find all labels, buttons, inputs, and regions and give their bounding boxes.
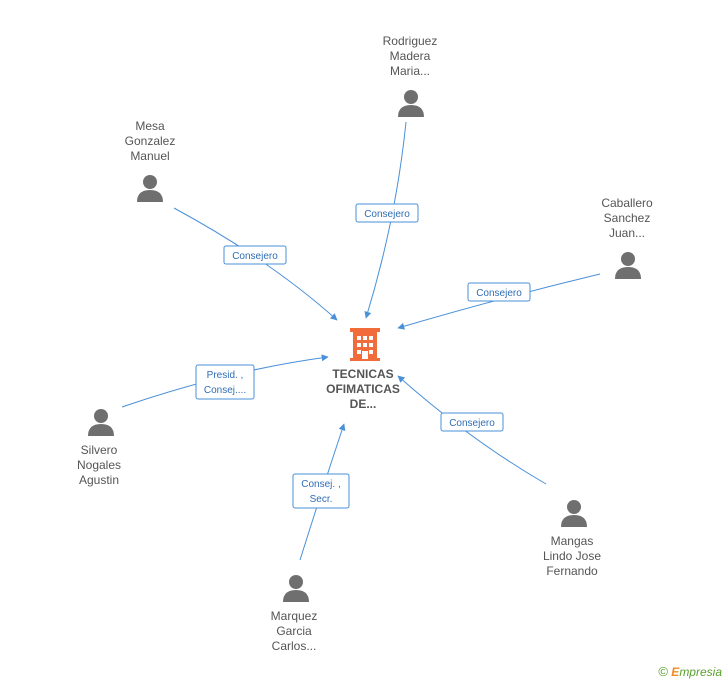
person-name-line: Carlos... bbox=[272, 639, 317, 653]
company-name-line: OFIMATICAS bbox=[326, 382, 400, 396]
brand-name: mpresia bbox=[679, 665, 722, 679]
role-label-silvero[interactable]: Presid. , Consej.... bbox=[195, 364, 255, 400]
person-node-marquez[interactable]: Marquez Garcia Carlos... bbox=[271, 575, 318, 653]
person-icon bbox=[137, 175, 163, 202]
role-text: Consejero bbox=[476, 288, 522, 299]
person-name-line: Caballero bbox=[601, 196, 653, 210]
person-name-line: Juan... bbox=[609, 226, 645, 240]
person-icon bbox=[283, 575, 309, 602]
copyright-symbol: © bbox=[658, 664, 668, 679]
role-text: Consejero bbox=[449, 418, 495, 429]
role-labels: Consejero Consejero Consejero Presid. , … bbox=[195, 203, 531, 509]
person-node-rodriguez[interactable]: Rodriguez Madera Maria... bbox=[383, 34, 438, 117]
role-text: Consej.... bbox=[204, 385, 246, 396]
person-name-line: Silvero bbox=[81, 443, 118, 457]
company-node[interactable]: TECNICAS OFIMATICAS DE... bbox=[326, 328, 400, 411]
role-label-mesa[interactable]: Consejero bbox=[223, 245, 287, 265]
person-node-caballero[interactable]: Caballero Sanchez Juan... bbox=[601, 196, 653, 279]
edge-mangas bbox=[397, 375, 547, 485]
person-icon bbox=[561, 500, 587, 527]
role-label-rodriguez[interactable]: Consejero bbox=[355, 203, 419, 223]
person-name-line: Agustin bbox=[79, 473, 119, 487]
person-name-line: Maria... bbox=[390, 64, 430, 78]
role-label-mangas[interactable]: Consejero bbox=[440, 412, 504, 432]
company-name-line: DE... bbox=[350, 397, 377, 411]
role-text: Consejero bbox=[232, 251, 278, 262]
role-text: Secr. bbox=[310, 494, 333, 505]
person-node-mangas[interactable]: Mangas Lindo Jose Fernando bbox=[543, 500, 601, 578]
person-name-line: Manuel bbox=[130, 149, 169, 163]
person-name-line: Mesa bbox=[135, 119, 165, 133]
role-label-caballero[interactable]: Consejero bbox=[467, 282, 531, 302]
person-name-line: Marquez bbox=[271, 609, 318, 623]
person-name-line: Sanchez bbox=[604, 211, 651, 225]
person-name-line: Garcia bbox=[276, 624, 312, 638]
person-name-line: Rodriguez bbox=[383, 34, 438, 48]
role-text: Presid. , bbox=[207, 370, 244, 381]
person-node-silvero[interactable]: Silvero Nogales Agustin bbox=[77, 409, 121, 487]
person-icon bbox=[88, 409, 114, 436]
person-name-line: Fernando bbox=[546, 564, 598, 578]
person-icon bbox=[615, 252, 641, 279]
person-name-line: Gonzalez bbox=[125, 134, 176, 148]
person-name-line: Lindo Jose bbox=[543, 549, 601, 563]
person-name-line: Mangas bbox=[551, 534, 594, 548]
person-name-line: Madera bbox=[390, 49, 431, 63]
company-name-line: TECNICAS bbox=[332, 367, 393, 381]
person-node-mesa[interactable]: Mesa Gonzalez Manuel bbox=[125, 119, 176, 202]
role-text: Consej. , bbox=[301, 479, 340, 490]
empresia-logo[interactable]: © Empresia bbox=[658, 664, 722, 679]
person-name-line: Nogales bbox=[77, 458, 121, 472]
brand-initial: E bbox=[671, 665, 680, 679]
building-icon bbox=[350, 328, 380, 361]
role-label-marquez[interactable]: Consej. , Secr. bbox=[292, 473, 350, 509]
role-text: Consejero bbox=[364, 209, 410, 220]
person-icon bbox=[398, 90, 424, 117]
